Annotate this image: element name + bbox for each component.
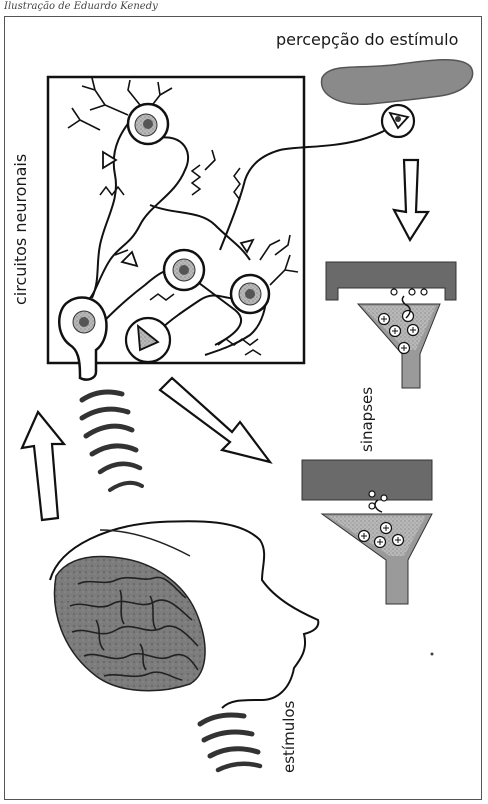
neuron-cell: [231, 275, 269, 313]
diagonal-arrow-icon: [160, 378, 270, 462]
neuron-cell: [164, 250, 204, 290]
stimulus-waves: [200, 715, 260, 770]
neuron-cell: [128, 104, 168, 144]
stimulus-waves: [82, 392, 142, 490]
human-head: [50, 521, 318, 708]
neural-circuits-label: circuitos neuronais: [11, 154, 30, 305]
synapses-label: sinapses: [358, 387, 376, 452]
up-arrow-icon: [22, 412, 64, 520]
perception-label: percepção do estímulo: [276, 30, 458, 49]
stimuli-label: estímulos: [280, 701, 298, 773]
down-arrow-icon: [394, 160, 428, 240]
circled-neuron: [126, 318, 170, 362]
synapse-diagram: [326, 262, 456, 388]
synapse-diagram: [302, 460, 432, 604]
input-neuron: [59, 298, 106, 380]
perception-cell: [322, 60, 473, 137]
